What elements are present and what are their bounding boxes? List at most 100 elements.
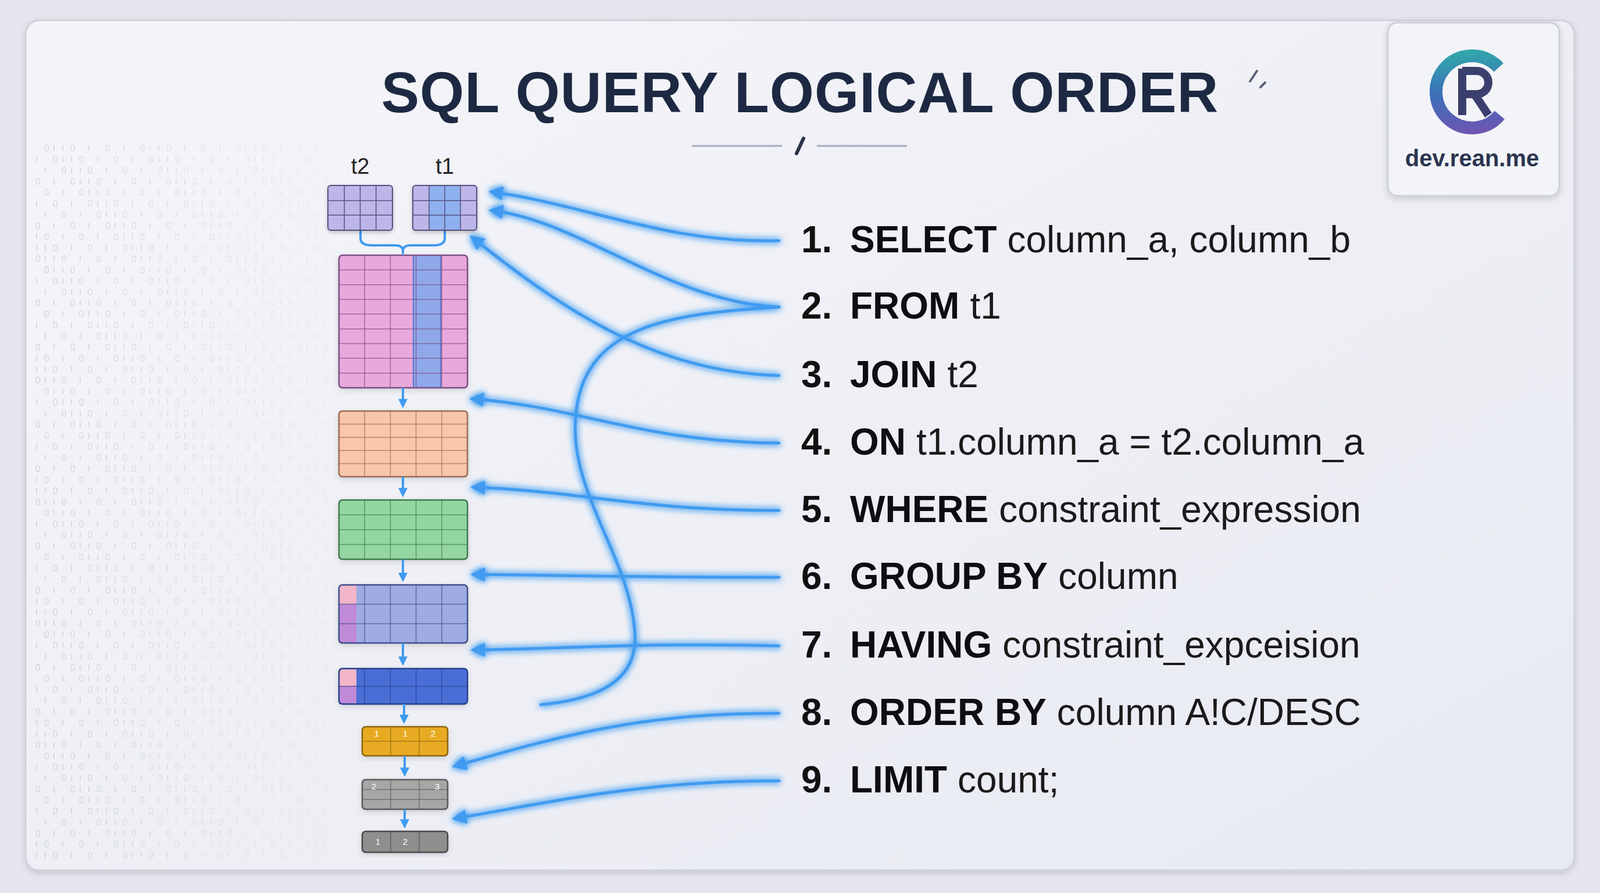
binary-digit	[158, 752, 160, 759]
binary-digit	[193, 786, 197, 792]
binary-digit	[245, 388, 247, 395]
binary-digit	[166, 730, 169, 737]
binary-digit	[315, 587, 317, 594]
binary-digit	[193, 355, 195, 362]
binary-digit	[175, 277, 180, 284]
binary-digit	[97, 476, 99, 483]
binary-digit	[79, 719, 84, 726]
binary-digit	[175, 288, 177, 295]
binary-digit	[306, 322, 310, 328]
binary-digit	[297, 675, 302, 682]
binary-digit	[254, 598, 256, 605]
binary-digit	[114, 211, 116, 218]
binary-digit	[306, 565, 310, 571]
binary-digit	[262, 410, 264, 417]
binary-digit	[227, 786, 232, 792]
binary-digit	[70, 708, 75, 715]
binary-digit	[288, 675, 291, 682]
binary-digit	[123, 167, 127, 174]
binary-digit	[280, 730, 284, 737]
binary-digit	[201, 410, 203, 417]
binary-digit	[201, 454, 203, 461]
binary-digit	[36, 841, 38, 848]
binary-digit	[280, 609, 284, 616]
binary-digit	[123, 852, 127, 859]
binary-digit	[70, 366, 73, 373]
binary-digit	[210, 454, 212, 461]
card	[25, 20, 1575, 871]
binary-digit	[105, 311, 110, 317]
binary-digit	[70, 830, 75, 837]
step-number: 5.	[801, 488, 850, 531]
binary-digit	[62, 399, 64, 406]
binary-digit	[184, 653, 188, 660]
binary-digit	[254, 576, 258, 582]
binary-digit	[131, 730, 134, 737]
binary-digit	[184, 565, 188, 571]
binary-digit	[315, 167, 319, 174]
binary-digit	[44, 311, 49, 317]
binary-digit	[323, 841, 325, 848]
binary-digit	[219, 830, 221, 837]
binary-digit	[62, 675, 64, 682]
binary-digit	[306, 786, 308, 792]
cell-number: 1	[402, 729, 408, 739]
grid-line	[362, 740, 448, 742]
binary-digit	[193, 322, 195, 328]
binary-digit	[114, 697, 116, 704]
binary-digit	[36, 686, 38, 693]
binary-digit	[88, 300, 90, 306]
binary-digit	[88, 786, 90, 792]
binary-digit	[297, 266, 302, 273]
sql-keyword: FROM	[850, 284, 960, 327]
binary-digit	[262, 653, 264, 660]
binary-digit	[210, 344, 212, 350]
binary-digit	[114, 620, 116, 627]
binary-digit	[306, 211, 308, 218]
binary-digit	[149, 266, 151, 273]
binary-digit	[193, 200, 195, 207]
binary-digit	[210, 786, 212, 792]
binary-digit	[254, 288, 258, 295]
binary-digit	[175, 178, 177, 185]
binary-digit	[184, 609, 188, 616]
binary-digit	[166, 642, 169, 649]
binary-digit	[280, 222, 282, 229]
binary-digit	[227, 587, 232, 594]
binary-digit	[131, 322, 134, 328]
binary-digit	[315, 454, 319, 461]
binary-digit	[36, 664, 40, 671]
binary-digit	[175, 719, 180, 726]
binary-digit	[88, 708, 90, 715]
binary-digit	[254, 266, 256, 273]
binary-digit	[297, 708, 302, 715]
binary-digit	[219, 852, 223, 859]
binary-digit	[158, 410, 162, 417]
binary-digit	[201, 211, 203, 218]
binary-digit	[201, 288, 203, 295]
clause-row: 3.JOINt2	[801, 353, 979, 396]
binary-digit	[140, 531, 142, 538]
binary-digit	[149, 145, 151, 152]
binary-digit	[105, 808, 107, 814]
binary-digit	[288, 432, 291, 439]
binary-digit	[62, 520, 64, 527]
binary-digit	[219, 476, 221, 483]
binary-digit	[193, 178, 197, 185]
binary-digit	[262, 730, 264, 737]
binary-digit	[262, 344, 267, 350]
binary-digit	[297, 465, 302, 472]
binary-digit	[62, 653, 66, 660]
binary-digit	[280, 366, 284, 373]
binary-digit	[88, 686, 92, 693]
binary-digit	[123, 454, 127, 461]
binary-digit	[131, 830, 136, 837]
binary-digit	[280, 300, 282, 306]
binary-digit	[254, 675, 256, 682]
binary-digit	[53, 421, 55, 428]
binary-digit	[193, 377, 197, 384]
binary-digit	[36, 277, 38, 284]
binary-digit	[140, 841, 145, 848]
binary-digit	[280, 200, 284, 207]
binary-digit	[114, 642, 119, 649]
